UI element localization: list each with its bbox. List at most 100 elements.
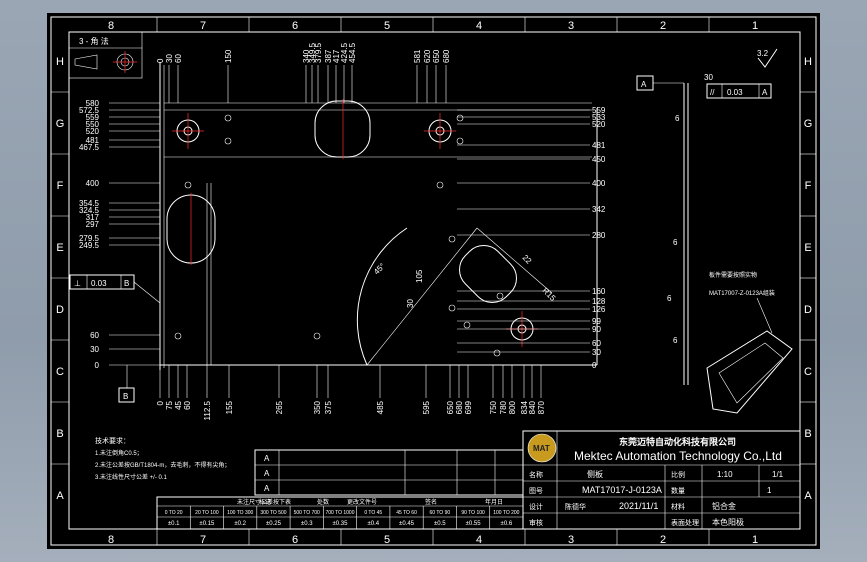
dim-bottom-7: 350 [313,400,322,414]
roughness-icon [757,48,778,68]
tol-value-5: ±0.35 [333,521,349,527]
dim-right-7: 280 [592,231,606,240]
dimension-set: 580572.5559550520481467.5400354.5324.531… [79,42,606,420]
dim-bottom-17: 834 [520,400,529,414]
dim-left-5: 481 [86,136,100,145]
tol-range-1: 20 TO 100 [195,510,219,516]
zone-column-2-bottom: 2 [660,534,666,546]
dim-bottom-19: 870 [537,400,546,414]
dim-top-5: 349.5 [308,42,317,63]
sheet-value: 1/1 [772,470,784,479]
dim-top-3: 150 [224,49,233,63]
zone-column-8-bottom: 8 [108,534,114,546]
material-label: 材料 [671,502,685,511]
revision-block: A A A 标记 处数 更改文件号 签名 年月日 [254,449,524,506]
rev-mark-2: A [264,469,270,478]
zone-column-5-bottom: 5 [384,534,390,546]
angle-label: 45° [372,261,387,276]
zone-row-E-right: E [804,242,811,254]
zone-row-H-left: H [56,56,64,68]
dim-top-8: 417 [332,49,341,63]
dim-right-3: 481 [592,141,606,150]
datum-b: B [118,365,135,403]
zone-column-6-bottom: 6 [292,534,298,546]
zone-row-H-right: H [804,56,812,68]
dim-left-9: 324.5 [79,206,100,215]
dim-left-14: 60 [90,331,99,340]
tol-value-10: ±0.6 [501,521,513,527]
zone-row-F-left: F [57,180,64,192]
dim-bottom-12: 680 [455,400,464,414]
centre-lines [172,99,538,347]
datum-b-label: B [123,392,128,401]
tol-value-8: ±0.5 [434,521,446,527]
slot-top [314,100,371,158]
dim-left-16: 0 [95,361,100,370]
zone-row-A-left: A [56,490,64,502]
part-outline [159,62,598,370]
designer-label: 设计 [529,502,543,511]
svg-text:3 - 角 法: 3 - 角 法 [79,36,109,46]
qty-value: 1 [767,486,772,495]
dim-top-1: 30 [165,54,174,63]
dim-bottom-8: 375 [324,400,333,414]
dim-bottom-4: 112.5 [203,400,212,420]
code-label: 图号 [529,487,543,495]
slot-dim-22: 22 [521,253,534,266]
tol-range-7: 45 TO 60 [396,510,417,516]
tol-range-2: 100 TO 300 [227,510,253,516]
zone-column-3-bottom: 3 [568,534,574,546]
side-note-1: 板件需要按照实物 [709,271,757,279]
dim-right-11: 99 [592,317,601,326]
dim-top-7: 387 [324,49,333,63]
dim-right-5: 400 [592,179,606,188]
finish-value: 本色阳极 [712,517,744,527]
dim-bottom-0: 0 [156,400,165,405]
tol-range-4: 500 TO 700 [294,510,320,516]
dim-left-12: 279.5 [79,234,100,243]
dim-bottom-18: 840 [528,400,537,414]
parallelism-datum: A [762,88,768,97]
dim-bottom-5: 155 [225,400,234,414]
name-label: 名称 [529,470,543,479]
dim-top-6: 379.5 [314,42,323,63]
side-dim-6b: 6 [673,238,678,247]
projection-symbol: 3 - 角 法 [68,31,143,79]
roughness-value: 3.2 [757,49,769,58]
drawing-date: 2021/11/1 [619,501,658,511]
side-dim-6d: 6 [673,336,678,345]
dim-top-0: 0 [156,58,165,63]
designer-name: 陈德华 [565,502,586,511]
company-logo-text: MAT [533,444,550,453]
zone-column-3-top: 3 [568,20,574,32]
notes-title: 技术要求： [95,436,130,445]
dim-right-8: 160 [592,287,606,296]
zone-column-1-top: 1 [752,20,758,32]
dim-right-12: 90 [592,325,601,334]
side-view: A // 0.03 A 30 6 6 6 6 3.2 板件需要按照实物 MAT1… [636,48,793,414]
zone-row-D-left: D [56,304,64,316]
dim-left-7: 400 [86,179,100,188]
dim-bottom-10: 595 [422,400,431,414]
dim-right-0: 559 [592,106,606,115]
dim-left-11: 297 [86,220,100,229]
dim-bottom-9: 485 [376,400,385,414]
dim-right-9: 128 [592,297,606,306]
tol-range-0: 0 TO 20 [165,510,183,516]
dim-left-4: 520 [86,127,100,136]
dim-bottom-15: 780 [499,400,508,414]
dim-top-11: 581 [413,49,422,63]
rev-mark-3: A [264,484,270,493]
rev-header-doc: 更改文件号 [347,498,377,506]
zone-column-7-bottom: 7 [200,534,206,546]
scale-value: 1:10 [717,470,733,479]
parallelism-value: 0.03 [727,88,743,97]
tol-value-1: ±0.15 [199,521,215,527]
dim-top-4: 340 [302,49,311,63]
dim-left-2: 559 [86,113,100,122]
rev-header-count: 处数 [317,498,329,506]
rev-header-sign: 签名 [425,498,437,506]
dim-top-14: 680 [442,49,451,63]
